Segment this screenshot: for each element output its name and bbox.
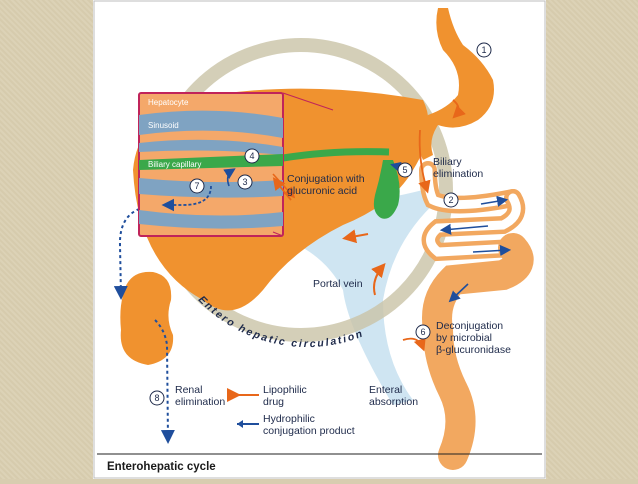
enteral-label-2: absorption <box>369 396 418 408</box>
intestine-arrow-3 <box>472 244 512 257</box>
step-2-marker: 2 <box>443 192 459 208</box>
conjugation-label-2: glucuronic acid <box>287 185 357 197</box>
deconjugation-label-1: Deconjugation <box>436 320 503 332</box>
biliary-capillary-label: Biliary capillary <box>148 160 201 169</box>
intestine-arrow-1 <box>480 195 509 207</box>
portal-vein-region <box>273 190 438 405</box>
gallbladder <box>373 160 400 219</box>
legend: Lipophilic drug Hydrophilic conjugation … <box>227 384 355 437</box>
enteral-label-1: Enteral <box>369 384 402 396</box>
legend-lipophilic-2: drug <box>263 396 284 408</box>
svg-text:1: 1 <box>481 45 486 55</box>
intestine-arrow-2 <box>439 223 489 235</box>
inset-connector-top <box>282 92 334 111</box>
biliary-label-2: elimination <box>433 168 483 180</box>
step-4-marker: 4 <box>244 148 260 164</box>
portal-arrow-2 <box>342 229 369 244</box>
conjugation-arrow <box>272 177 292 201</box>
kidney <box>120 271 174 365</box>
svg-text:5: 5 <box>402 165 407 175</box>
step-1-marker: 1 <box>476 42 492 58</box>
svg-text:3: 3 <box>242 177 247 187</box>
biliary-arrow <box>418 129 431 194</box>
legend-lipophilic-1: Lipophilic <box>263 384 307 396</box>
stomach-arrow <box>452 99 466 119</box>
slide: Hepatocyte Sinusoid Biliary capillary 1 … <box>93 0 597 479</box>
sinusoid-label: Sinusoid <box>148 121 179 130</box>
legend-hydrophilic-1: Hydrophilic <box>263 413 315 425</box>
inset-connector-bottom <box>272 231 284 237</box>
bile-duct <box>282 148 390 162</box>
stomach <box>419 8 494 160</box>
svg-text:6: 6 <box>420 327 425 337</box>
conjugation-label-1: Conjugation with <box>287 173 365 185</box>
deconjugation-label-3: β-glucuronidase <box>436 344 511 356</box>
biliary-label-1: Biliary <box>433 156 462 168</box>
hepatocyte-label: Hepatocyte <box>148 98 189 107</box>
slide-frame <box>93 0 546 479</box>
renal-label-2: elimination <box>175 396 225 408</box>
step-3-marker: 3 <box>237 174 253 190</box>
step-6-marker: 6 <box>415 324 431 340</box>
svg-text:7: 7 <box>194 181 199 191</box>
portal-vein-label: Portal vein <box>313 278 363 290</box>
deconjugation-arrow <box>402 337 426 352</box>
ureter-arrow <box>154 319 175 444</box>
step-7-marker: 7 <box>189 178 205 194</box>
step-5-marker: 5 <box>397 162 413 178</box>
svg-text:8: 8 <box>154 393 159 403</box>
svg-text:4: 4 <box>249 151 254 161</box>
figure-caption: Enterohepatic cycle <box>107 461 216 473</box>
renal-label-1: Renal <box>175 384 202 396</box>
svg-text:2: 2 <box>448 195 453 205</box>
enterohepatic-diagram: Hepatocyte Sinusoid Biliary capillary 1 … <box>93 0 597 479</box>
deconjugation-label-2: by microbial <box>436 332 492 344</box>
legend-hydrophilic-2: conjugation product <box>263 425 355 437</box>
intestine-arrow-4 <box>448 283 469 303</box>
step-8-marker: 8 <box>149 390 165 406</box>
portal-arrow-1 <box>371 262 386 296</box>
